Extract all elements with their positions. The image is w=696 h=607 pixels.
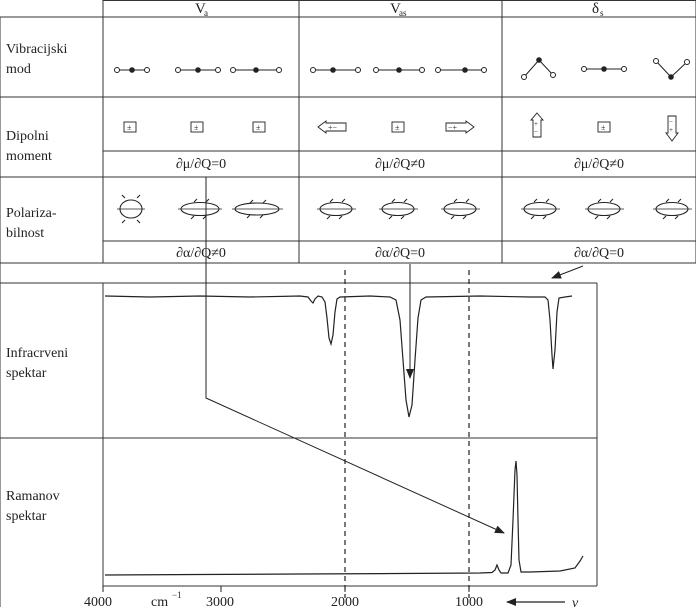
molecule-ds-3 [654,59,690,80]
svg-text:−+: −+ [448,123,458,132]
tick-label-4000: 4000 [84,595,112,607]
svg-text:−: − [669,118,673,126]
svg-text:+−: +− [328,123,338,132]
molecule-vas-2 [374,68,425,73]
dipole-box-va-3: ± [253,122,265,132]
spectra-frame [0,283,597,586]
svg-text:±: ± [194,123,199,132]
header-ds-symbol: δ [592,1,599,17]
row-label-mode-2: mod [6,62,31,77]
arrow-va-to-raman [206,177,504,533]
dipole-box-ds-2: ± [598,122,610,132]
axis-nu-symbol: ν [572,596,579,607]
axis-unit-exponent: −1 [172,590,182,600]
panel-label-raman-1: Ramanov [6,489,60,504]
tick-label-3000: 3000 [206,595,234,607]
row-label-polar-2: bilnost [6,226,44,241]
ellipsoid-ds-2 [585,199,624,219]
dipole-box-va-1: ± [124,122,136,132]
x-axis: 4000 3000 2000 1000 cm −1 ν [84,586,579,607]
dipole-formula-ds: ∂μ/∂Q≠0 [574,157,624,172]
molecule-vas-3 [436,68,487,73]
arrow-ds-to-ir [552,266,583,278]
polar-formula-ds: ∂α/∂Q=0 [574,246,624,261]
molecule-ds-2 [582,67,627,72]
panel-label-raman-2: spektar [6,509,47,524]
molecule-va-2 [176,68,221,73]
panel-label-ir-2: spektar [6,366,47,381]
svg-text:±: ± [395,123,400,132]
axis-unit: cm [151,595,168,607]
svg-text:±: ± [601,123,606,132]
dipole-formula-vas: ∂μ/∂Q≠0 [375,157,425,172]
panel-label-ir-1: Infracrveni [6,346,68,361]
header-vas-sub: as [399,8,407,18]
polar-formula-va: ∂α/∂Q≠0 [176,246,226,261]
polar-formula-vas: ∂α/∂Q=0 [375,246,425,261]
row-label-polar-1: Polariza- [6,206,57,221]
svg-text:+: + [669,126,673,134]
header-vas: V as [390,1,407,18]
ellipsoid-vas-1 [317,199,356,219]
ellipsoid-vas-2 [379,199,418,219]
molecule-ds-1 [522,58,556,80]
dipole-arrow-right: −+ [446,121,474,133]
header-va-sub: a [204,8,208,18]
dipole-arrow-up: +− [531,113,543,137]
tick-label-2000: 2000 [331,595,359,607]
ellipsoid-vas-3 [441,199,480,219]
svg-text:±: ± [256,123,261,132]
dipole-icons: ± ± ± +− ± −+ +− ± −+ [124,113,678,141]
molecule-vas-1 [311,68,361,73]
dipole-arrow-left: +− [318,121,346,133]
row-label-dipole-2: moment [6,149,52,164]
dipole-arrow-down: −+ [666,116,678,141]
dipole-box-va-2: ± [191,122,203,132]
header-ds: δ s [592,1,604,18]
ir-spectrum-curve [105,296,572,417]
svg-text:+: + [534,120,538,128]
svg-text:−: − [534,128,538,136]
header-va: V a [195,1,208,18]
tick-label-1000: 1000 [455,595,483,607]
svg-text:±: ± [127,123,132,132]
ellipsoid-va-1 [117,195,145,223]
ellipsoid-va-3 [232,200,283,218]
dipole-box-vas-2: ± [392,122,404,132]
polarizability-icons [117,195,692,223]
raman-spectrum-curve [105,461,583,575]
ellipsoid-va-2 [178,199,222,219]
molecule-va-3 [231,68,282,73]
header-ds-sub: s [600,8,604,18]
molecule-va-1 [115,68,150,73]
dipole-formula-va: ∂μ/∂Q=0 [176,157,226,172]
ellipsoid-ds-3 [653,199,692,219]
row-label-dipole-1: Dipolni [6,129,49,144]
ellipsoid-ds-1 [521,199,560,219]
vib-modes [115,58,690,80]
row-label-mode-1: Vibracijski [6,42,67,57]
